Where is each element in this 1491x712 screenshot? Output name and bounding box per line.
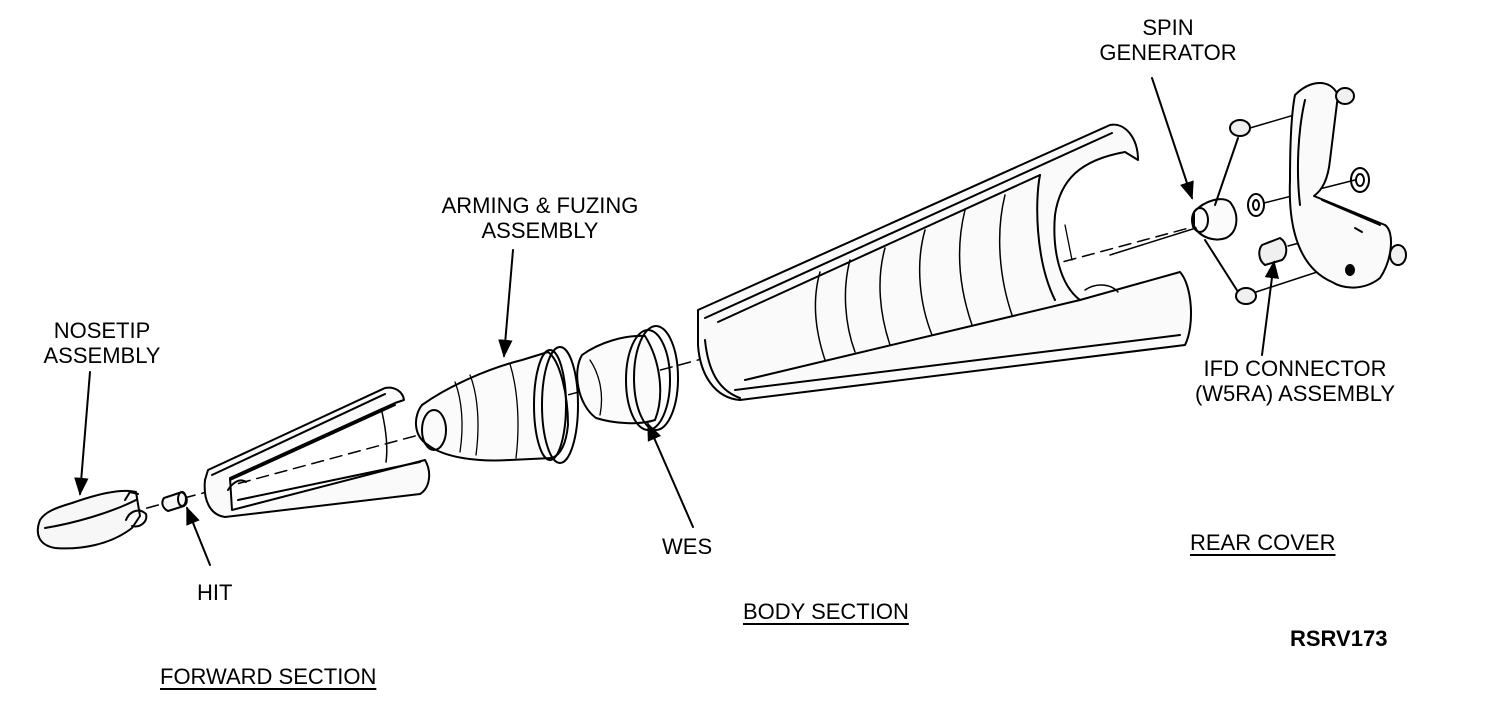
ifd-connector-label-line1: IFD CONNECTOR xyxy=(1203,356,1387,381)
arrow-wes xyxy=(647,422,694,528)
hit-label: HIT xyxy=(197,580,233,605)
forward-section-label: FORWARD SECTION xyxy=(160,664,377,689)
figure-id-label: RSRV173 xyxy=(1290,626,1388,651)
arrow-ifd-connector xyxy=(1261,260,1280,356)
spin-generator-label-line2: GENERATOR xyxy=(1099,40,1237,65)
nosetip-assembly xyxy=(36,489,148,550)
nosetip-label-line2: ASSEMBLY xyxy=(43,343,161,368)
hit-part xyxy=(161,491,188,512)
body-section-shell xyxy=(697,123,1192,401)
ifd-connector-label: IFD CONNECTOR (W5RA) ASSEMBLY xyxy=(1170,356,1420,406)
arrow-hit xyxy=(186,506,211,566)
spin-generator-label: SPIN GENERATOR xyxy=(1088,15,1248,65)
spin-generator xyxy=(1109,198,1238,256)
arrow-nosetip xyxy=(74,371,91,496)
arming-fuzing-label-line2: ASSEMBLY xyxy=(481,218,599,243)
nosetip-label-line1: NOSETIP xyxy=(53,318,151,343)
ifd-connector-label-line2: (W5RA) ASSEMBLY xyxy=(1194,381,1396,406)
arming-fuzing-label: ARMING & FUZING ASSEMBLY xyxy=(420,193,660,243)
nosetip-label: NOSETIP ASSEMBLY xyxy=(32,318,172,368)
forward-section-shell xyxy=(203,386,431,518)
arming-fuzing-assembly xyxy=(415,346,579,464)
wes-part xyxy=(576,325,679,431)
wes-label: WES xyxy=(662,534,713,559)
rear-cover-label: REAR COVER xyxy=(1190,530,1336,555)
rear-cover xyxy=(1288,82,1407,289)
arrow-spin-generator xyxy=(1151,77,1194,200)
body-section-label: BODY SECTION xyxy=(743,599,909,624)
arrow-arming-fuzing xyxy=(498,249,514,358)
spin-generator-label-line1: SPIN xyxy=(1142,15,1194,40)
leader-arrows xyxy=(74,77,1280,566)
arming-fuzing-label-line1: ARMING & FUZING xyxy=(441,193,639,218)
